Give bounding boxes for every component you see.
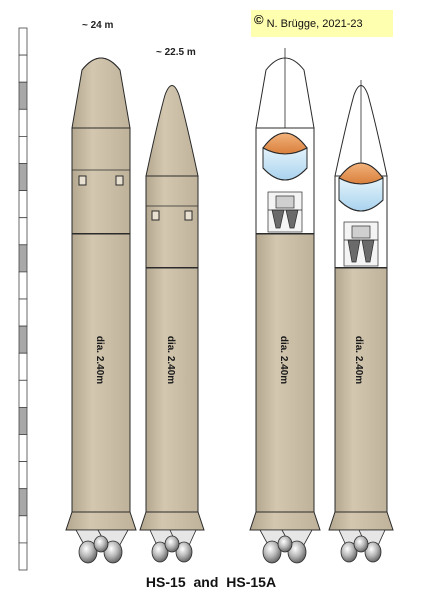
- aft-skirt: [65, 511, 137, 531]
- scale-segment: [18, 108, 28, 137]
- scale-segment: [18, 406, 28, 435]
- upper-stage: [145, 175, 199, 269]
- aft-skirt: [328, 511, 394, 531]
- scale-bar: [18, 27, 28, 571]
- scale-segment: [18, 190, 28, 219]
- scale-segment: [18, 488, 28, 517]
- rocket-hs15-cutaway: dia. 2.40m: [249, 48, 321, 564]
- scale-segment: [18, 434, 28, 463]
- engine-cluster: [149, 529, 197, 563]
- aft-skirt: [139, 511, 205, 531]
- first-stage: [255, 233, 315, 513]
- rocket-hs15a: dia. 2.40m: [139, 85, 205, 563]
- aft-skirt: [249, 511, 321, 531]
- rocket-hs15: dia. 2.40m: [65, 57, 137, 564]
- scale-segment: [18, 217, 28, 246]
- rocket-hs15a-cutaway: dia. 2.40m: [328, 80, 394, 563]
- diameter-label-hs15-cutaway: dia. 2.40m: [278, 336, 289, 384]
- scale-segment: [18, 515, 28, 544]
- scale-segment: [18, 379, 28, 408]
- scale-segment: [18, 461, 28, 490]
- length-label-hs15a: ~ 22.5 m: [156, 47, 196, 58]
- scale-segment: [18, 135, 28, 164]
- upper-engine: [343, 221, 379, 267]
- diameter-label-hs15a-cutaway: dia. 2.40m: [353, 336, 364, 384]
- scale-segment: [18, 27, 28, 56]
- nosecone: [145, 85, 199, 177]
- scale-segment: [18, 325, 28, 354]
- credit-text: N. Brügge, 2021-23: [266, 18, 363, 30]
- diagram-caption: HS-15 and HS-15A: [145, 574, 277, 590]
- scale-segment: [18, 352, 28, 381]
- diameter-label-hs15: dia. 2.40m: [94, 336, 105, 384]
- engine-cluster: [75, 529, 129, 564]
- scale-segment: [18, 271, 28, 300]
- first-stage: [145, 267, 199, 513]
- first-stage: [71, 233, 131, 513]
- diameter-label-hs15a: dia. 2.40m: [165, 336, 176, 384]
- copyright-symbol: ©: [254, 12, 264, 27]
- upper-engine: [267, 191, 303, 233]
- scale-segment: [18, 54, 28, 83]
- scale-segment: [18, 81, 28, 110]
- engine-cluster: [338, 529, 386, 563]
- scale-segment: [18, 298, 28, 327]
- first-stage: [334, 267, 388, 513]
- scale-segment: [18, 542, 28, 571]
- nosecone: [71, 57, 131, 129]
- credit-box: [251, 10, 393, 37]
- scale-segment: [18, 244, 28, 273]
- scale-segment: [18, 163, 28, 192]
- credit: ©N. Brügge, 2021-23: [254, 12, 363, 30]
- engine-cluster: [259, 529, 313, 564]
- length-label-hs15: ~ 24 m: [82, 20, 114, 31]
